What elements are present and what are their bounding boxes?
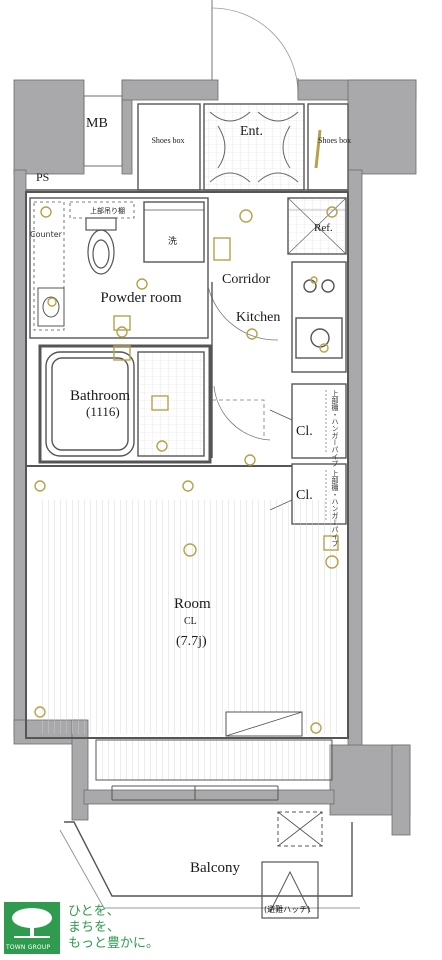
label-shoes-box-right: Shoes box [318, 136, 352, 145]
label-shoes-box-left: Shoes box [151, 136, 185, 145]
label-closet-lower-note: 上部棚・ハンガーパイプ [331, 470, 339, 547]
slogan-line: もっと豊かに。 [68, 936, 160, 951]
label-bathroom: Bathroom [70, 388, 130, 404]
slogan-line: ひとを、 [68, 904, 120, 919]
label-room-size: (7.7j) [176, 634, 207, 649]
entrance-area [26, 103, 349, 191]
toilet [85, 217, 117, 275]
label-upper-shelf: 上部吊り棚 [90, 207, 125, 215]
mb-box [83, 95, 123, 167]
slogan: ひとを、 まちを、 もっと豊かに。 [68, 904, 159, 952]
corridor-door-swings [207, 282, 279, 458]
bathroom [38, 344, 212, 464]
label-washing-machine: 洗 [168, 236, 178, 246]
room-closet-diagonal [225, 711, 303, 737]
window-sash [111, 785, 279, 801]
label-corridor: Corridor [222, 272, 271, 287]
kitchen [287, 197, 347, 373]
entrance-floor-pattern [209, 111, 299, 183]
shoes-box-marker [314, 129, 322, 169]
balcony [59, 811, 360, 919]
entrance-door-swing [211, 0, 299, 98]
label-mb: MB [86, 116, 108, 131]
label-closet-upper-note: 上部棚・ハンガーパイプ [331, 390, 339, 467]
label-bathroom-size: (1116) [86, 404, 120, 419]
powder-room [29, 197, 209, 339]
label-balcony: Balcony [190, 860, 240, 876]
washbasin [37, 287, 65, 327]
label-counter: Counter [30, 230, 62, 239]
label-closet-lower: Cl. [296, 488, 313, 503]
label-entrance: Ent. [240, 124, 263, 139]
slogan-line: まちを、 [68, 920, 121, 935]
label-ps: PS [36, 170, 50, 184]
room-floor [40, 500, 342, 734]
label-hatch: (避難ハッチ) [264, 905, 311, 914]
electrical-fixtures [34, 206, 339, 734]
label-ref: Ref. [314, 222, 333, 234]
label-room-cl: CL [184, 616, 197, 627]
label-powder-room: Powder room [100, 290, 182, 306]
company-logo [4, 902, 60, 954]
tree-icon [12, 908, 52, 938]
label-room: Room [174, 596, 211, 612]
logo-caption: TOWN GROUP [6, 944, 51, 951]
label-kitchen: Kitchen [236, 310, 281, 325]
window-strip [95, 739, 333, 781]
label-closet-upper: Cl. [296, 424, 313, 439]
